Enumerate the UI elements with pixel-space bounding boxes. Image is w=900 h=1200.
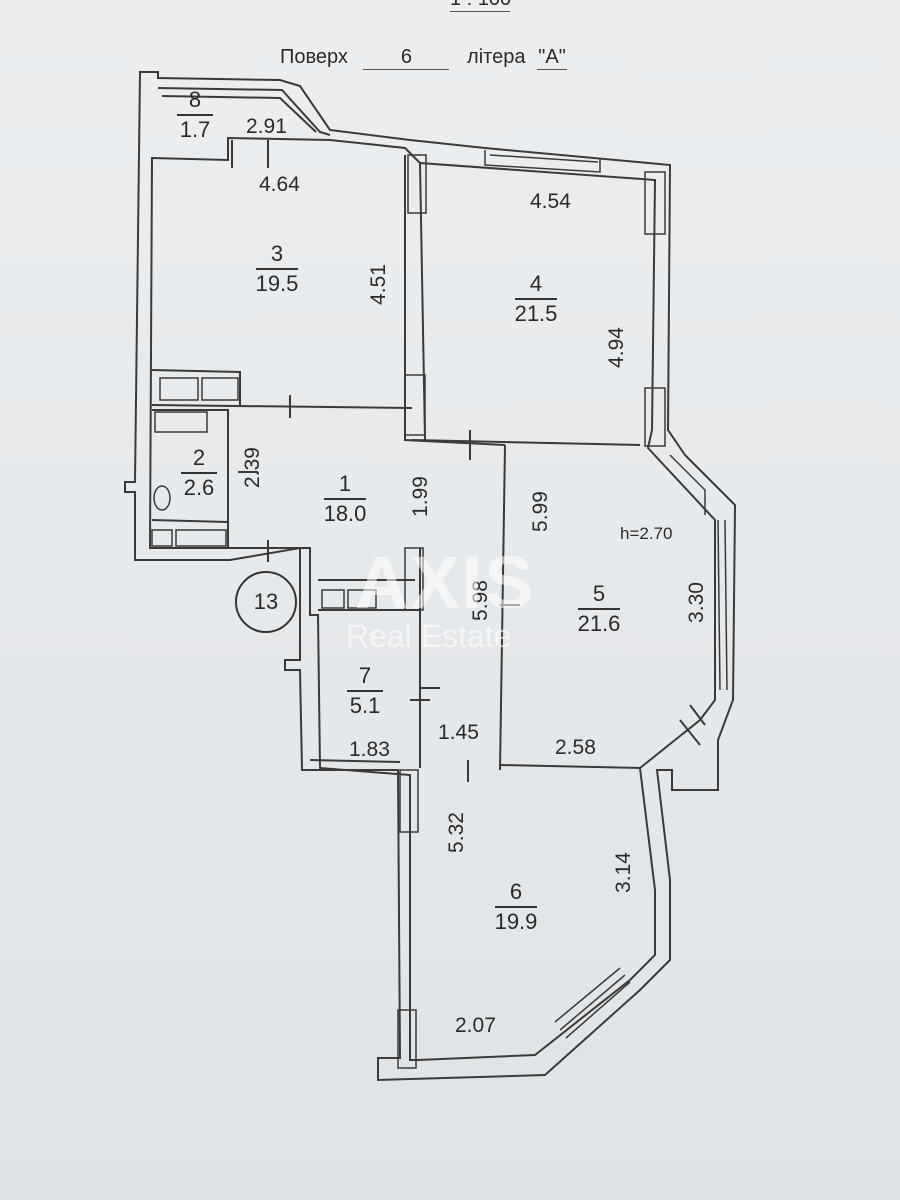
partition xyxy=(151,404,413,409)
room-number: 4 xyxy=(529,271,543,296)
dim-2-58: 2.58 xyxy=(555,736,596,759)
room-number: 5 xyxy=(592,581,606,606)
header-floor: Поверх 6 літера "А" xyxy=(280,46,568,70)
outer-wall xyxy=(124,71,737,1082)
letter-label: літера xyxy=(467,46,526,68)
room-6-label: 6 19.9 xyxy=(487,879,545,934)
stairwell-marker: 13 xyxy=(235,571,297,633)
watermark-subtitle: Real Estate xyxy=(346,618,512,654)
room-number: 7 xyxy=(358,663,372,688)
dim-4-51: 4.51 xyxy=(366,264,390,305)
dim-1-83: 1.83 xyxy=(349,738,390,761)
room-2-label: 2 2.6 xyxy=(176,445,222,500)
dim-3-30: 3.30 xyxy=(684,582,708,623)
room-number: 2 xyxy=(192,445,206,470)
room-8-label: 8 1.7 xyxy=(170,87,220,142)
room-7-label: 7 5.1 xyxy=(342,663,388,718)
room-area: 1.7 xyxy=(179,116,211,142)
dim-1-99: 1.99 xyxy=(408,476,432,517)
dim-1-45: 1.45 xyxy=(438,721,479,744)
room-5-label: 5 21.6 xyxy=(570,581,628,636)
room-1-label: 1 18.0 xyxy=(316,471,374,526)
balcony-wall xyxy=(157,87,331,136)
room-number: 8 xyxy=(188,87,202,112)
dim-4-54: 4.54 xyxy=(530,190,571,213)
room-area: 19.5 xyxy=(255,270,299,296)
dim-4-64: 4.64 xyxy=(259,173,300,196)
dim-2-91: 2.91 xyxy=(246,115,287,138)
scale-note-text: 1 : 100 xyxy=(450,0,511,12)
floor-label: Поверх xyxy=(280,46,348,68)
letter-value: "А" xyxy=(537,46,568,70)
ceiling-height: h=2.70 xyxy=(620,524,673,543)
watermark-logo: AXIS xyxy=(355,541,536,624)
stairwell-number: 13 xyxy=(253,589,279,614)
room-area: 2.6 xyxy=(183,474,215,500)
floor-value: 6 xyxy=(363,46,450,70)
room-number: 1 xyxy=(338,471,352,496)
dim-2-39: 2.39 xyxy=(240,447,264,488)
room-area: 18.0 xyxy=(323,500,367,526)
room-area: 21.6 xyxy=(577,610,621,636)
window-block xyxy=(407,154,427,214)
room-3-label: 3 19.5 xyxy=(251,241,303,296)
dim-5-99: 5.99 xyxy=(528,491,552,532)
room-4-label: 4 21.5 xyxy=(510,271,562,326)
room-area: 5.1 xyxy=(349,692,381,718)
room-number: 3 xyxy=(270,241,284,266)
dim-3-14: 3.14 xyxy=(611,852,635,893)
dim-4-94: 4.94 xyxy=(604,327,628,368)
room-area: 21.5 xyxy=(514,300,558,326)
dim-5-32: 5.32 xyxy=(444,812,468,853)
scale-note: 1 : 100 xyxy=(450,0,511,12)
room-area: 19.9 xyxy=(494,908,538,934)
room-number: 6 xyxy=(509,879,523,904)
dim-2-07: 2.07 xyxy=(455,1014,496,1037)
